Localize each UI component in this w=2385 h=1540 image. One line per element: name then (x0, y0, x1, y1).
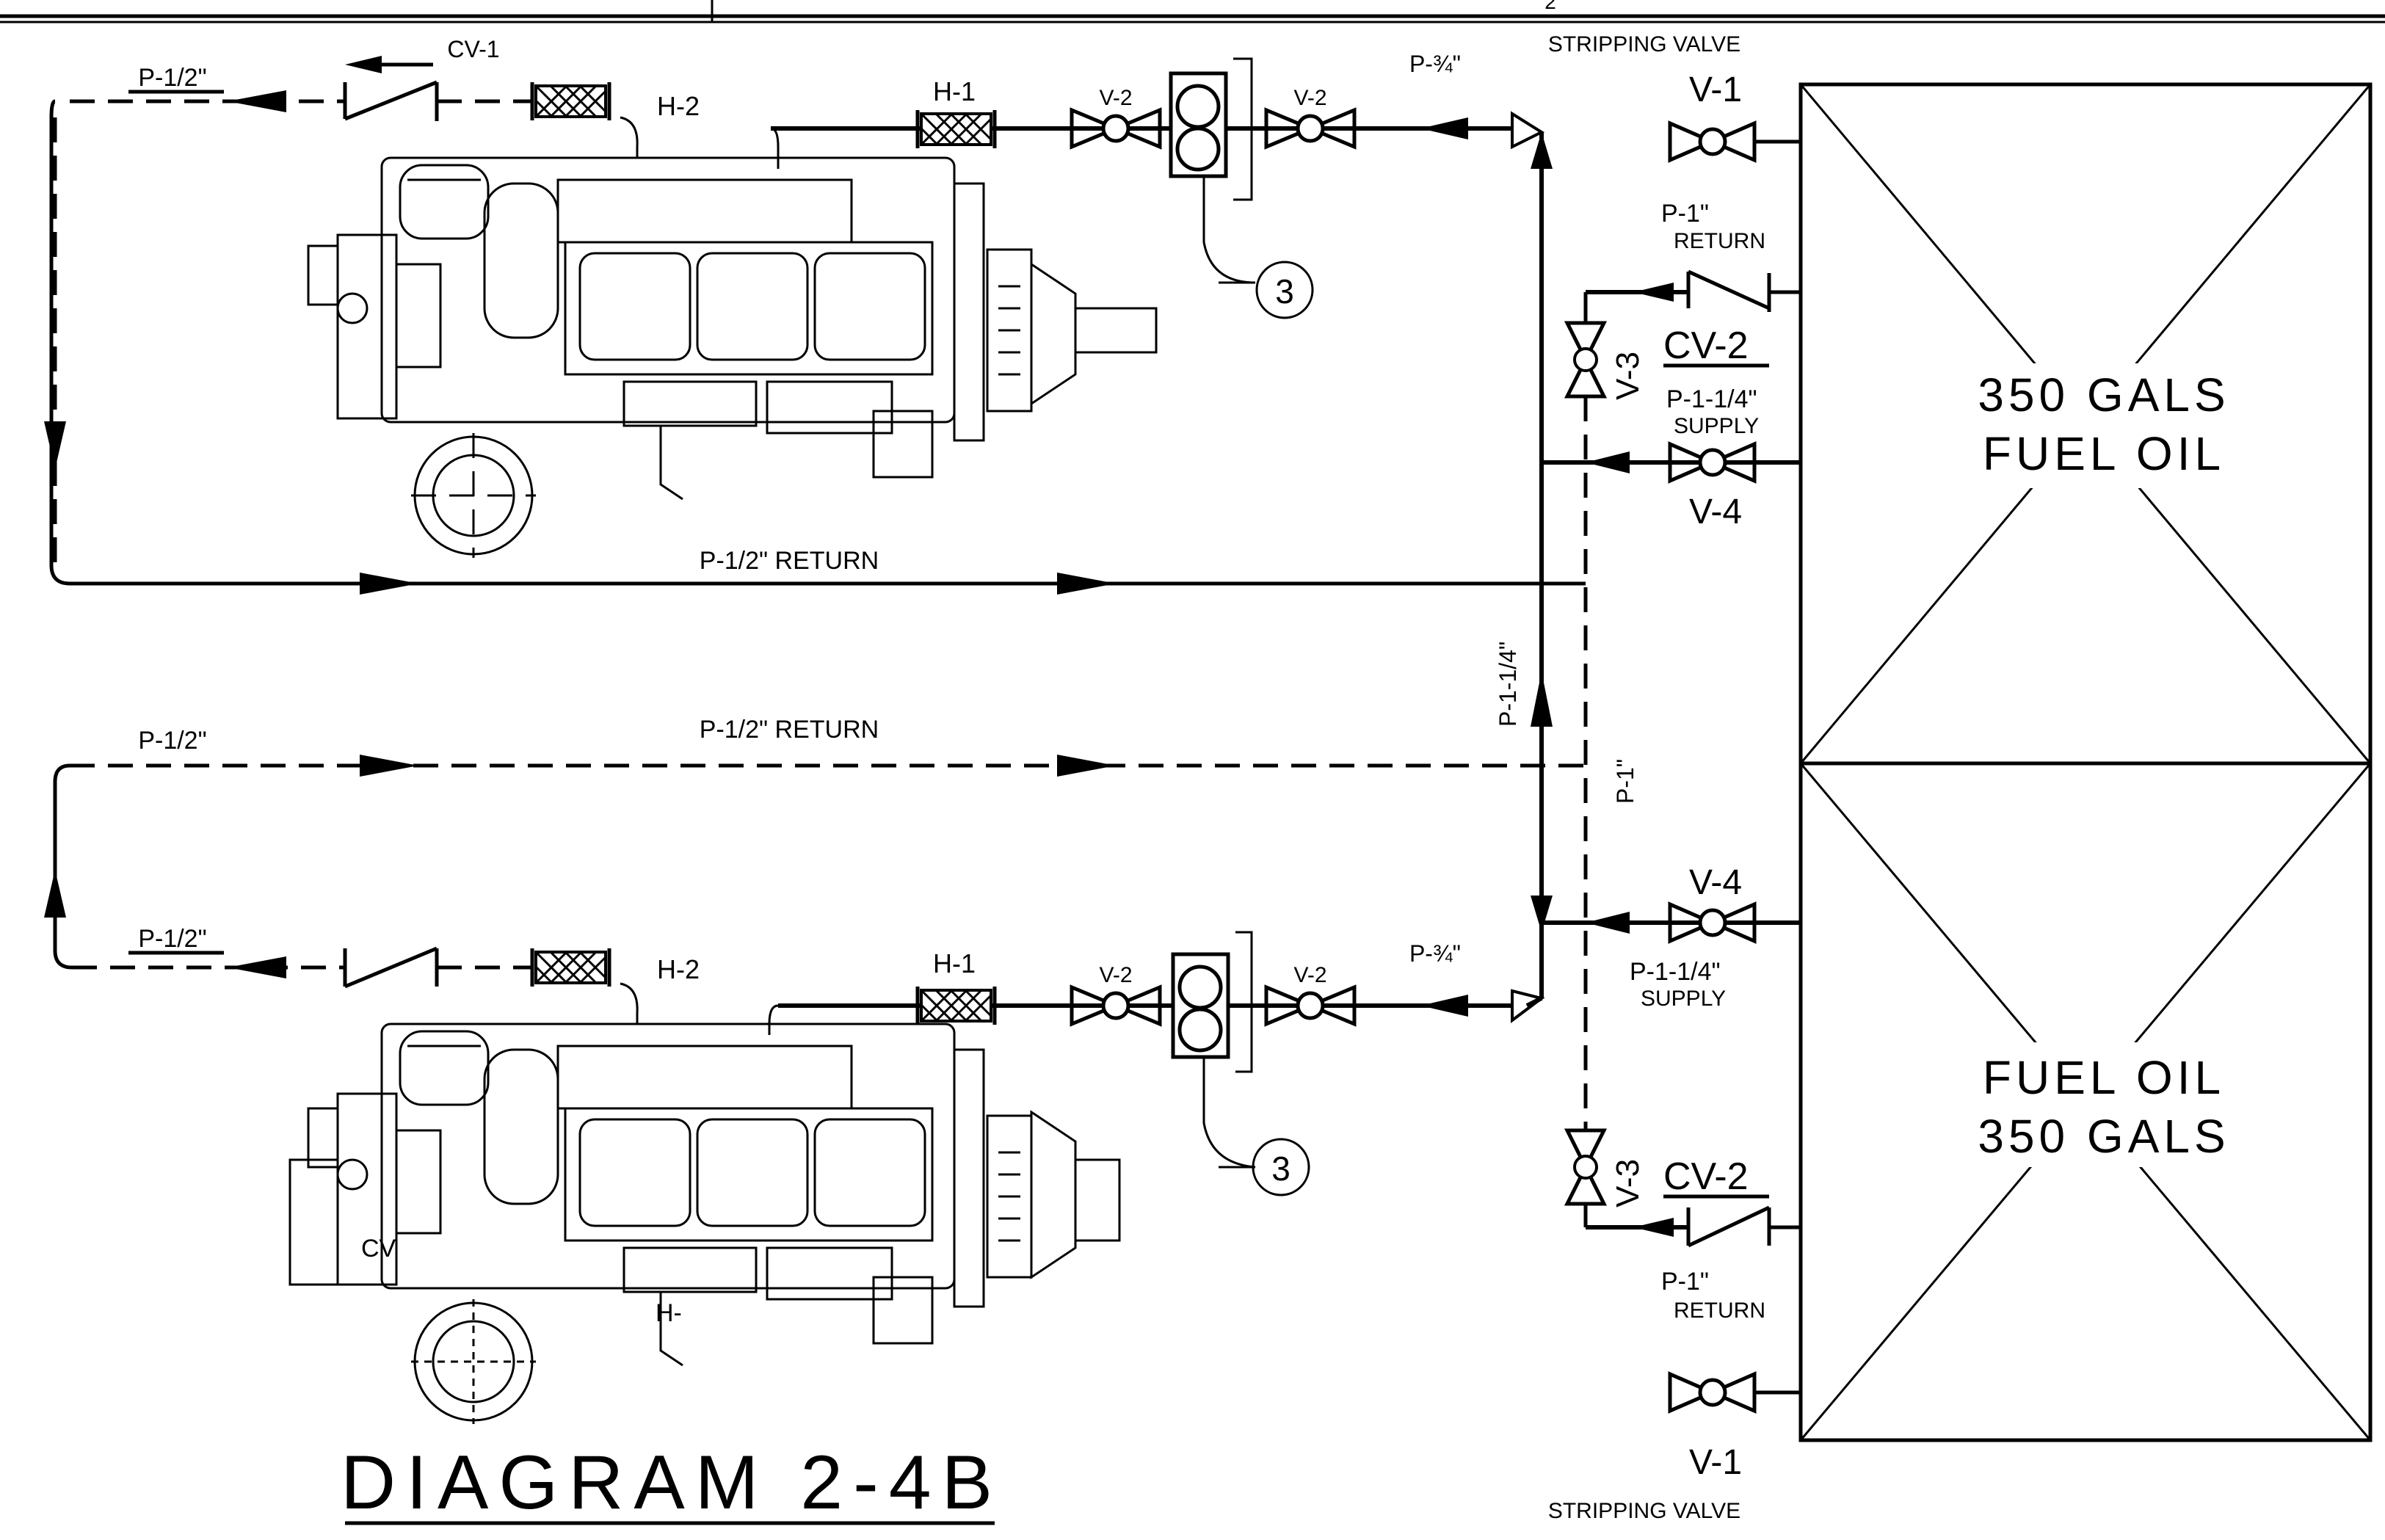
lower-return-arrow-2 (1057, 755, 1116, 777)
v2-bottom-left-valve (1070, 984, 1162, 1027)
lower-return-up-arrow (44, 870, 66, 918)
tank-bottom: FUEL OIL 350 GALS (1798, 761, 2373, 1442)
p-half-top-label: P-1/2" (138, 64, 206, 92)
v2-bottom-right-label: V-2 (1293, 963, 1326, 987)
v1-bottom-label: V-1 (1689, 1443, 1742, 1482)
cv2-top-checkvalve (1589, 269, 1801, 312)
cv2-bottom-label: CV-2 (1663, 1155, 1749, 1198)
h2-bottom-label: H-2 (657, 954, 700, 984)
v1-bottom-valve (1668, 1371, 1801, 1414)
p114-top-label: P-1-1/4" (1666, 385, 1757, 413)
v2-top-right-label: V-2 (1293, 86, 1326, 110)
p1-top-label: P-1" (1661, 200, 1709, 228)
upper-supply-line (770, 111, 1545, 169)
supply-bottom-label: SUPPLY (1641, 987, 1726, 1011)
h1-top-filter (915, 110, 997, 148)
v2-top-left-valve (1070, 107, 1162, 150)
v4-top-label: V-4 (1689, 493, 1742, 531)
sheet-number: 2 (1544, 0, 1556, 13)
v4-bottom-valve (1542, 901, 1801, 944)
h-partial-label: H- (656, 1299, 682, 1327)
p34-top-label: P-¾" (1409, 51, 1461, 77)
p1-bottom-label: P-1" (1661, 1268, 1709, 1296)
v4-bottom-label: V-4 (1689, 863, 1742, 902)
h2-top-filter (530, 82, 639, 158)
cv2-bottom-checkvalve (1589, 1205, 1801, 1248)
fuel-filter-bottom (1171, 931, 1253, 1073)
p114-vertical-label: P-1-1/4" (1495, 642, 1521, 727)
engine-bottom (288, 1023, 1121, 1424)
supply-top-label: SUPPLY (1674, 414, 1759, 438)
callout-3-bottom-number: 3 (1271, 1149, 1290, 1188)
return-bottom-label: RETURN (1674, 1299, 1765, 1323)
cv2-top-label: CV-2 (1663, 324, 1749, 367)
p-half-return-bottom-label: P-1/2" RETURN (700, 716, 879, 744)
tank-bottom-line1: FUEL OIL (1983, 1051, 2225, 1104)
upper-return-down-arrow (44, 421, 66, 469)
v2-top-left-label: V-2 (1099, 86, 1132, 110)
h1-bottom-label: H-1 (933, 948, 976, 978)
p114-bottom-label: P-1-1/4" (1630, 958, 1721, 986)
cv1-label: CV-1 (447, 36, 499, 62)
stripping-valve-top-label: STRIPPING VALVE (1548, 32, 1740, 57)
v1-top-valve (1668, 120, 1801, 163)
v2-bottom-left-label: V-2 (1099, 963, 1132, 987)
diagram-title: DIAGRAM 2-4B (341, 1440, 1003, 1525)
p1-vertical-label: P-1" (1612, 759, 1638, 804)
tank-top-line2: FUEL OIL (1983, 427, 2225, 480)
p34-bottom-label: P-¾" (1409, 940, 1461, 967)
callout-3-top: 3 (1202, 176, 1314, 319)
v3-top-label: V-3 (1610, 352, 1646, 400)
cv-partial-label: CV (361, 1235, 396, 1263)
h2-top-label: H-2 (657, 91, 700, 121)
engine-top (307, 156, 1158, 558)
upper-return-arrow-2 (1057, 573, 1116, 595)
tank-top: 350 GALS FUEL OIL (1798, 82, 2373, 766)
cv1-arrow-head (345, 56, 382, 73)
p-half-bottom-label: P-1/2" (138, 925, 206, 953)
tank-top-line1: 350 GALS (1978, 368, 2229, 421)
h2-bottom-filter (530, 948, 639, 1024)
lower-return-arrow-1 (360, 755, 418, 777)
v1-top-label: V-1 (1689, 70, 1742, 109)
fuel-filter-top (1169, 57, 1253, 201)
upper-return-arrow-1 (360, 573, 418, 595)
lower-return-line (53, 763, 1586, 989)
upper-return-line (49, 80, 1586, 586)
callout-3-bottom: 3 (1202, 1057, 1310, 1196)
p-half-return-top-label: P-1/2" RETURN (700, 547, 879, 575)
p-half-lower-upper-label: P-1/2" (138, 727, 206, 755)
lower-supply-line (768, 989, 1545, 1035)
callout-3-top-number: 3 (1275, 272, 1294, 310)
stripping-valve-bottom-label: STRIPPING VALVE (1548, 1499, 1740, 1523)
v3-bottom-label: V-3 (1610, 1159, 1646, 1207)
v2-top-right-valve (1264, 107, 1357, 150)
h1-top-label: H-1 (933, 76, 976, 106)
return-top-label: RETURN (1674, 229, 1765, 253)
h1-bottom-filter (915, 987, 997, 1025)
tank-bottom-line2: 350 GALS (1978, 1110, 2229, 1163)
return-header (1564, 290, 1608, 1230)
v2-bottom-right-valve (1264, 984, 1357, 1027)
v4-top-valve (1542, 441, 1801, 484)
supply-header (1531, 132, 1553, 998)
